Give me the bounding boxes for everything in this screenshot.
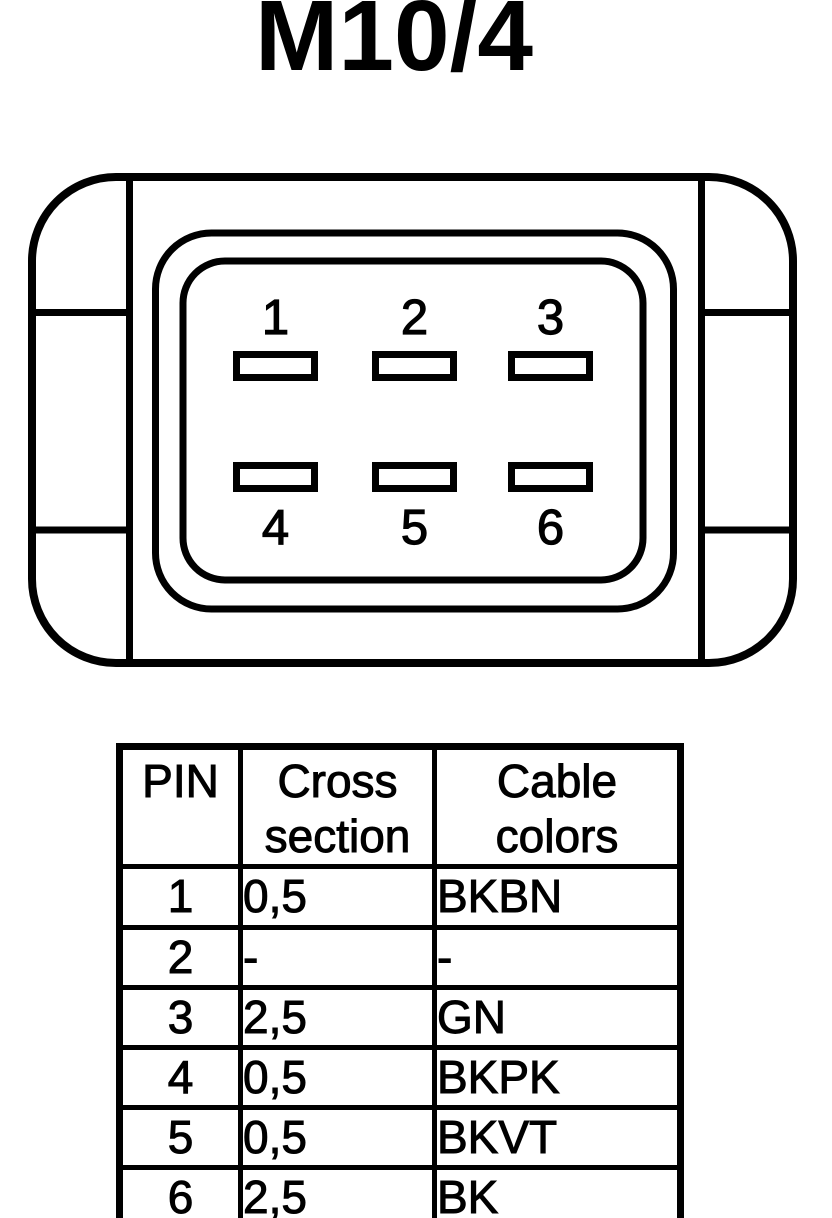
pin-cell: 4: [117, 1044, 243, 1111]
cross-section-cell: 2,5: [238, 984, 437, 1050]
pin-cell: 6: [117, 1165, 243, 1218]
cable-color-cell: GN: [432, 984, 683, 1050]
cable-color-cell: BK: [432, 1165, 683, 1218]
pin-cell: 5: [117, 1105, 243, 1171]
table-row: 6 2,5 BK: [117, 1165, 683, 1218]
pin-cell: 1: [117, 864, 243, 930]
pin-slot-1: [233, 351, 318, 381]
table-row: 5 0,5 BKVT: [117, 1105, 683, 1171]
cross-section-cell: -: [238, 924, 437, 990]
cross-section-cell: 0,5: [238, 864, 437, 930]
cable-color-cell: BKPK: [432, 1044, 683, 1111]
pin-slot-6: [508, 462, 593, 492]
pin-cell: 2: [117, 924, 243, 990]
connector-collar: [152, 229, 677, 613]
pin-slot-2: [372, 351, 457, 381]
col-header-pin: PIN: [117, 743, 243, 870]
pin-cell: 3: [117, 984, 243, 1050]
pin-label-4: 4: [262, 501, 289, 555]
pin-label-6: 6: [537, 501, 564, 555]
cable-color-cell: -: [432, 924, 683, 990]
cross-section-cell: 0,5: [238, 1044, 437, 1111]
table-header-row: PIN Cross section Cable colors: [117, 743, 683, 870]
table-row: 4 0,5 BKPK: [117, 1044, 683, 1111]
cross-section-cell: 2,5: [238, 1165, 437, 1218]
cable-color-cell: BKVT: [432, 1105, 683, 1171]
pin-label-2: 2: [401, 291, 428, 345]
pin-slot-3: [508, 351, 593, 381]
pin-slot-5: [372, 462, 457, 492]
connector-insert: [179, 257, 647, 584]
connector-outer-housing: [28, 173, 797, 667]
pin-table: PIN Cross section Cable colors 1 0,5 BKB…: [116, 743, 684, 1218]
table-row: 2 - -: [117, 924, 683, 990]
pin-slot-4: [233, 462, 318, 492]
pin-label-3: 3: [537, 291, 564, 345]
table-row: 3 2,5 GN: [117, 984, 683, 1050]
table-row: 1 0,5 BKBN: [117, 864, 683, 930]
pin-label-5: 5: [401, 501, 428, 555]
col-header-cable-colors: Cable colors: [432, 743, 683, 870]
col-header-cross-section: Cross section: [238, 743, 437, 870]
pin-label-1: 1: [262, 291, 289, 345]
page-title: M10/4: [255, 0, 533, 92]
connector-diagram: 1 2 3 4 5 6: [28, 173, 797, 667]
cable-color-cell: BKBN: [432, 864, 683, 930]
cross-section-cell: 0,5: [238, 1105, 437, 1171]
